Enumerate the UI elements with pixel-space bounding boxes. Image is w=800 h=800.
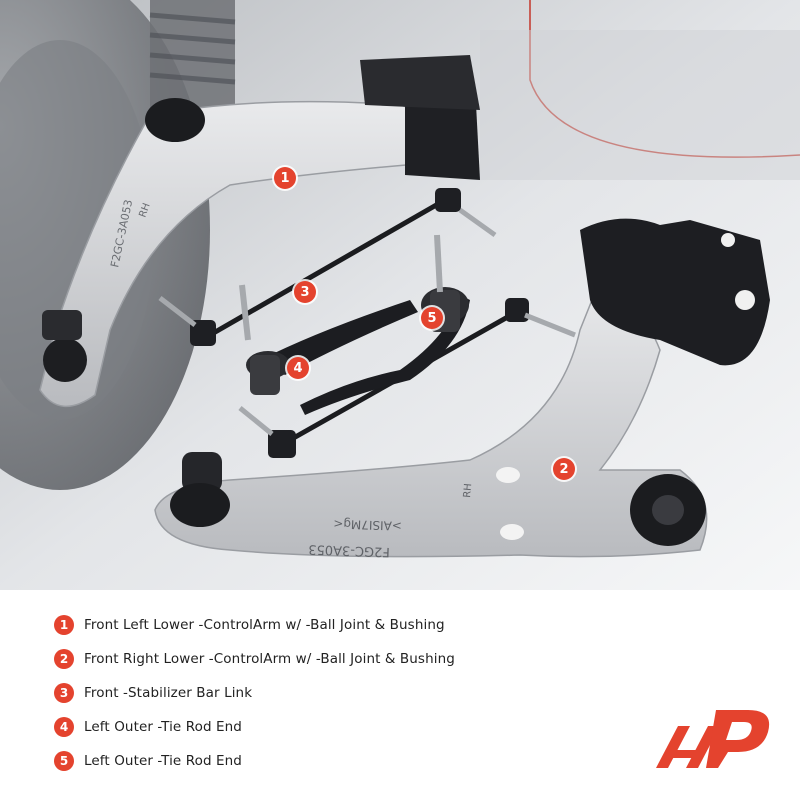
legend-number: 5 bbox=[54, 751, 74, 771]
arm-2-part-number: F2GC-3A053 bbox=[308, 541, 390, 559]
marker-2: 2 bbox=[553, 458, 575, 480]
arm-2-rear-bushing bbox=[580, 218, 770, 366]
legend-item: 5 Left Outer -Tie Rod End bbox=[54, 744, 614, 778]
arm-1-side-mark: RH bbox=[137, 202, 152, 219]
marker-5: 5 bbox=[421, 307, 443, 329]
arm-1-ball-joint bbox=[43, 338, 87, 382]
control-arm-1 bbox=[39, 100, 471, 408]
arm-2-ball-joint bbox=[182, 452, 222, 492]
legend-number: 2 bbox=[54, 649, 74, 669]
product-photo: F2GC-3A053 RH F2GC-3A053 >AISI7Mg< RH bbox=[0, 0, 800, 590]
legend-text: Left Outer -Tie Rod End bbox=[84, 719, 242, 735]
legend-number: 4 bbox=[54, 717, 74, 737]
arm-2-brand-mark: >AISI7Mg< bbox=[333, 517, 402, 533]
marker-3: 3 bbox=[294, 281, 316, 303]
suspension-kit-illustration: F2GC-3A053 RH F2GC-3A053 >AISI7Mg< RH bbox=[0, 0, 800, 590]
stabilizer-link-1 bbox=[158, 188, 497, 346]
legend-item: 4 Left Outer -Tie Rod End bbox=[54, 710, 614, 744]
parts-legend: 1 Front Left Lower -ControlArm w/ -Ball … bbox=[54, 608, 614, 778]
legend-item: 3 Front -Stabilizer Bar Link bbox=[54, 676, 614, 710]
arm-1-front-bushing bbox=[145, 98, 205, 142]
control-arm-2 bbox=[154, 278, 708, 558]
legend-number: 3 bbox=[54, 683, 74, 703]
marker-1: 1 bbox=[274, 167, 296, 189]
legend-text: Front -Stabilizer Bar Link bbox=[84, 685, 253, 701]
legend-item: 2 Front Right Lower -ControlArm w/ -Ball… bbox=[54, 642, 614, 676]
legend-text: Left Outer -Tie Rod End bbox=[84, 753, 242, 769]
a-premium-logo-icon bbox=[656, 710, 770, 768]
marker-4: 4 bbox=[287, 357, 309, 379]
tie-rod-end-4 bbox=[239, 284, 418, 395]
legend-text: Front Left Lower -ControlArm w/ -Ball Jo… bbox=[84, 617, 445, 633]
legend-number: 1 bbox=[54, 615, 74, 635]
legend-item: 1 Front Left Lower -ControlArm w/ -Ball … bbox=[54, 608, 614, 642]
legend-text: Front Right Lower -ControlArm w/ -Ball J… bbox=[84, 651, 455, 667]
arm-2-side-mark: RH bbox=[462, 483, 474, 498]
